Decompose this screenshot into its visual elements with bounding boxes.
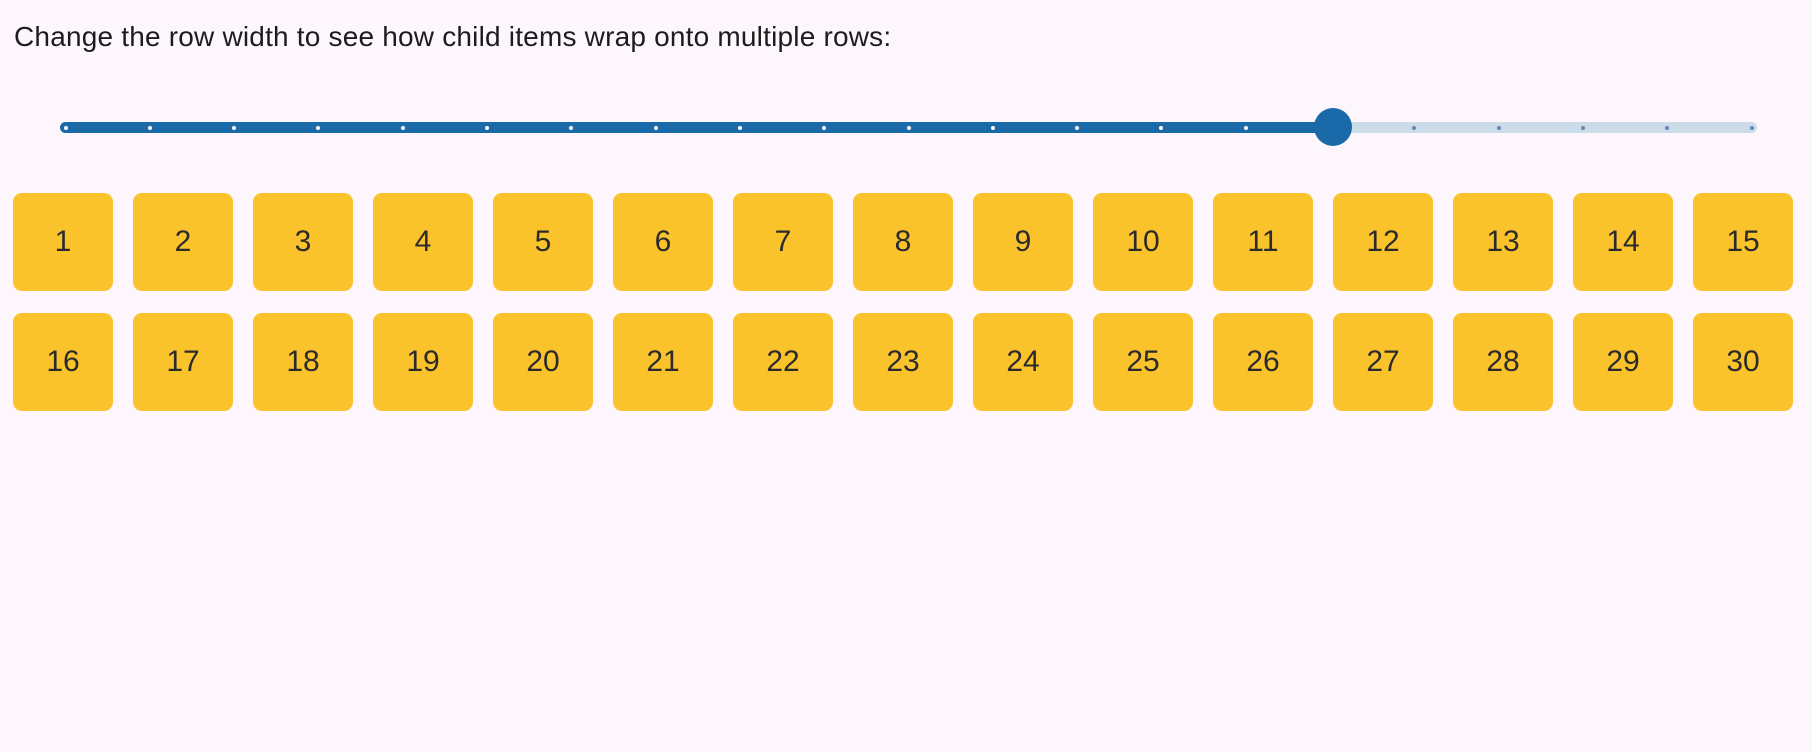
slider-track-fill [60,122,1333,133]
wrap-grid-item: 11 [1213,193,1313,291]
wrap-grid-item: 2 [133,193,233,291]
wrap-grid-item: 8 [853,193,953,291]
wrap-grid-item: 25 [1093,313,1193,411]
slider-tick [63,125,68,130]
slider-tick [990,125,995,130]
wrap-grid-item: 10 [1093,193,1193,291]
slider-track[interactable] [60,122,1757,133]
slider-tick [737,125,742,130]
slider-tick [232,125,237,130]
wrap-grid-item: 16 [13,313,113,411]
wrap-grid-item: 7 [733,193,833,291]
slider-thumb[interactable] [1314,108,1352,146]
slider-tick [485,125,489,130]
slider-tick [1159,125,1164,130]
slider-tick [316,125,321,130]
slider-tick [653,125,658,130]
slider-tick [1412,125,1417,130]
slider-tick [1749,125,1754,130]
wrap-grid-item: 15 [1693,193,1793,291]
wrap-grid-item: 24 [973,313,1073,411]
wrap-grid-item: 9 [973,193,1073,291]
wrap-grid-item: 12 [1333,193,1433,291]
slider-tick [147,125,152,130]
slider-tick [1243,125,1248,130]
wrap-grid-item: 4 [373,193,473,291]
wrap-grid-item: 17 [133,313,233,411]
wrap-grid-item: 5 [493,193,593,291]
slider-tick [822,125,827,130]
wrap-grid-item: 6 [613,193,713,291]
row-width-slider[interactable] [60,90,1757,164]
wrap-grid-item: 21 [613,313,713,411]
wrap-grid-item: 27 [1333,313,1433,411]
wrap-grid-item: 26 [1213,313,1313,411]
slider-tick [569,125,574,130]
slider-tick [1665,125,1670,130]
wrap-grid-item: 13 [1453,193,1553,291]
wrap-grid-item: 1 [13,193,113,291]
wrap-grid-item: 30 [1693,313,1793,411]
page-title: Change the row width to see how child it… [14,21,892,52]
wrap-grid-item: 14 [1573,193,1673,291]
slider-tick [1075,125,1080,130]
slider-tick [906,125,911,130]
slider-tick [1580,125,1585,130]
wrap-grid-item: 29 [1573,313,1673,411]
wrap-grid-item: 28 [1453,313,1553,411]
wrap-grid-item: 22 [733,313,833,411]
slider-tick [400,125,405,130]
wrap-grid-item: 19 [373,313,473,411]
wrap-grid-item: 3 [253,193,353,291]
wrap-grid-item: 23 [853,313,953,411]
slider-tick [1496,125,1501,130]
wrap-grid-item: 20 [493,313,593,411]
wrap-grid-item: 18 [253,313,353,411]
